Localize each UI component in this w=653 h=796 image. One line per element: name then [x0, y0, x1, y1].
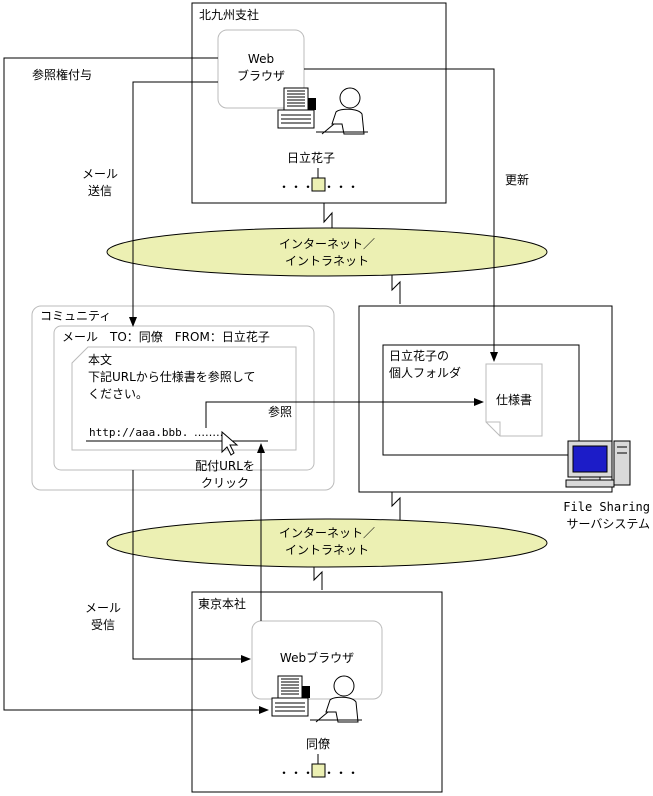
mail-body-line-2: ください。 — [88, 387, 148, 401]
grant-arrow — [3, 57, 269, 714]
mail-url[interactable]: http://aaa.bbb. — [89, 426, 188, 439]
mail-receive-label-1: メール — [85, 601, 121, 615]
network-ellipse-top — [106, 227, 548, 277]
web-browser-top-label-2: ブラウザ — [237, 68, 285, 83]
link-connector-icon — [391, 274, 401, 304]
update-label: 更新 — [505, 172, 529, 187]
mail-receive-arrow — [132, 470, 251, 663]
web-browser-bottom-label: Webブラウザ — [280, 650, 354, 665]
mail-header: メール TO：同僚 FROM：日立花子 — [62, 329, 270, 344]
link-connector-icon — [323, 203, 333, 230]
network-top-label-1: インターネット／ — [279, 237, 375, 251]
mail-body-note — [71, 346, 297, 451]
server-computer-icon — [565, 440, 631, 488]
click-url-label-1: 配付URLを — [195, 459, 255, 473]
reference-label: 参照 — [268, 404, 292, 419]
mail-body-line-1: 下記URLから仕様書を参照して — [88, 369, 255, 384]
link-connector-icon — [313, 563, 323, 590]
person-colleague: 同僚 — [306, 736, 330, 751]
ellipsis-right: ・・・ — [323, 766, 359, 780]
mail-send-arrow — [129, 81, 218, 327]
tokyo-office-title: 東京本社 — [198, 596, 246, 611]
network-bottom-label-1: インターネット／ — [279, 526, 375, 540]
document-label: 仕様書 — [496, 393, 532, 407]
network-port-icon — [311, 177, 326, 192]
network-top-label-2: イントラネット — [285, 254, 369, 268]
ellipsis-right: ・・・ — [323, 180, 359, 194]
kitakyushu-office-title: 北九州支社 — [199, 7, 259, 22]
network-ellipse-bottom — [106, 518, 548, 568]
network-bottom-label-2: イントラネット — [285, 543, 369, 557]
ellipsis-left: ・・・ — [278, 180, 314, 194]
reference-arrow — [205, 398, 484, 428]
mail-receive-label-2: 受信 — [91, 618, 115, 632]
mouse-cursor-icon — [221, 430, 239, 456]
document-icon — [485, 363, 543, 437]
mail-send-label-1: メール — [82, 167, 118, 181]
link-connector-icon — [391, 492, 401, 522]
person-hanako: 日立花子 — [287, 150, 335, 165]
grant-label: 参照権付与 — [32, 67, 92, 82]
click-url-label-2: クリック — [201, 476, 249, 490]
folder-label-2: 個人フォルダ — [389, 365, 461, 380]
web-browser-top-label-1: Web — [248, 52, 274, 66]
folder-label-1: 日立花子の — [389, 348, 449, 363]
mail-body-heading: 本文 — [88, 352, 112, 367]
ellipsis-left: ・・・ — [278, 766, 314, 780]
server-caption-2: サーバシステム — [566, 517, 650, 531]
network-port-icon — [311, 763, 326, 778]
mail-send-label-2: 送信 — [88, 183, 112, 198]
mail-url-dots: ……… — [194, 426, 227, 439]
update-arrow — [304, 68, 498, 362]
community-title: コミュニティ — [40, 309, 111, 323]
server-caption-1: File Sharing — [563, 500, 650, 514]
